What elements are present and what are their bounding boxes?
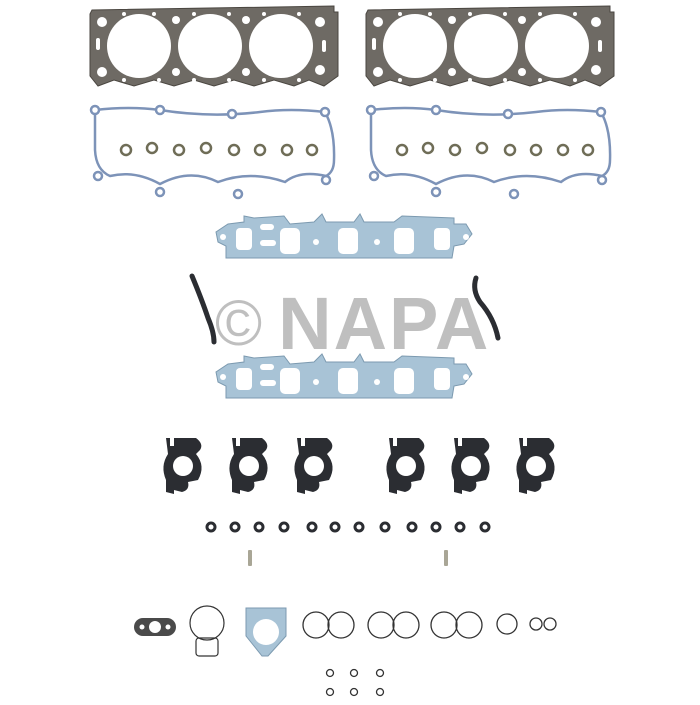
dowel-pin-right bbox=[444, 550, 448, 566]
head-gasket-left bbox=[89, 5, 339, 87]
head-gasket-right bbox=[365, 5, 615, 87]
exhaust-gaskets bbox=[163, 438, 555, 494]
valve-stem-seals bbox=[205, 521, 491, 533]
end-seal-left bbox=[189, 273, 217, 345]
intake-gasket-lower bbox=[215, 353, 473, 399]
bottom-gaskets bbox=[134, 605, 557, 697]
valve-cover-gasket-right bbox=[365, 104, 612, 200]
valve-cover-gasket-left bbox=[89, 104, 336, 200]
end-seal-right bbox=[472, 275, 501, 341]
dowel-pin-left bbox=[248, 550, 252, 566]
intake-gasket-upper bbox=[215, 213, 473, 259]
